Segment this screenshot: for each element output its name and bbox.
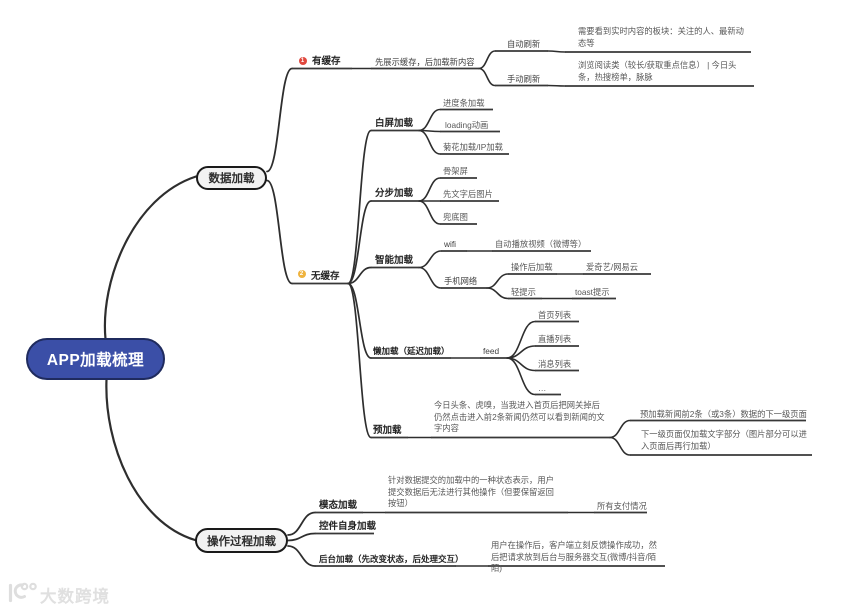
edge-process-widget bbox=[287, 532, 316, 542]
topic-feed: feed bbox=[483, 346, 500, 357]
item-message-list: 消息列表 bbox=[538, 358, 572, 369]
topic-cache-strategy: 先展示缓存，后加载新内容 bbox=[375, 56, 475, 67]
item-loading-animation: loading动画 bbox=[445, 119, 489, 130]
edge-feed-dots bbox=[506, 357, 536, 396]
edge-blank-jindutiao bbox=[418, 108, 441, 132]
topic-after-action: 操作后加载 bbox=[511, 262, 553, 273]
edge-uncached-zhineng bbox=[347, 266, 372, 285]
topic-widget: 控件自身加载 bbox=[319, 520, 377, 532]
edge-smart-cellular bbox=[418, 266, 442, 289]
edge-root-process-loading bbox=[105, 378, 197, 542]
root-topic[interactable]: APP加载梳理 bbox=[26, 338, 165, 380]
topic-manual-refresh: 手动刷新 bbox=[507, 73, 541, 84]
priority-1-icon: 1 bbox=[298, 56, 307, 65]
note-light-hint: toast提示 bbox=[575, 286, 610, 297]
topic-lazy: 懒加载（延迟加载） bbox=[373, 346, 450, 357]
edge-cellular-light-hint bbox=[486, 287, 509, 300]
topic-blank-screen: 白屏加载 bbox=[375, 117, 414, 129]
edge-data-loading-cached bbox=[266, 67, 293, 173]
process-loading-topic[interactable]: 操作过程加载 bbox=[195, 528, 288, 553]
note-auto-refresh: 需要看到实时内容的板块：关注的人、最新动态等 bbox=[578, 26, 744, 48]
note-wifi: 自动播放视频（微博等） bbox=[495, 239, 587, 250]
item-live-list: 直播列表 bbox=[538, 334, 572, 345]
watermark-logo-icon bbox=[8, 582, 37, 603]
topic-uncached: 无缓存 bbox=[311, 270, 340, 282]
edge-preload-detail-1 bbox=[609, 419, 631, 439]
item-skeleton: 骨架屏 bbox=[443, 166, 468, 177]
priority-2-icon: 2 bbox=[297, 269, 306, 278]
item-progress-bar: 进度条加载 bbox=[443, 97, 485, 108]
watermark-brand: 大数跨境 bbox=[40, 588, 110, 606]
edge-data-loading-uncached bbox=[266, 179, 293, 285]
topic-modal: 模态加载 bbox=[319, 499, 358, 511]
topic-preload: 预加载 bbox=[373, 424, 402, 436]
note-manual-refresh: 浏览阅读类（较长/获取重点信息） | 今日头条，热搜榜单，脉脉 bbox=[578, 60, 737, 82]
edge-process-background bbox=[287, 545, 316, 567]
edge-uncached-lanjiazai bbox=[347, 282, 372, 359]
edge-process-modal bbox=[287, 511, 316, 536]
topic-wifi: wifi bbox=[444, 239, 456, 250]
topic-background: 后台加载（先改变状态，后处理交互） bbox=[319, 554, 464, 565]
item-spinner: 菊花加载/IP加载 bbox=[443, 142, 503, 153]
detail-preload-1: 预加载新闻前2条（或3条）数据的下一级页面 bbox=[640, 408, 807, 419]
edge-uncached-yujiazai bbox=[347, 282, 372, 439]
note-after-action: 爱奇艺/网易云 bbox=[586, 262, 639, 273]
edge-step-doudi bbox=[418, 200, 441, 225]
edge-uncached-baiping bbox=[347, 129, 372, 285]
edge-smart-wifi bbox=[418, 250, 442, 269]
item-fallback-image: 兜底图 bbox=[443, 212, 468, 223]
topic-cached: 有缓存 bbox=[312, 55, 341, 67]
item-home-list: 首页列表 bbox=[538, 309, 572, 320]
edge-auto-note bbox=[547, 50, 566, 53]
edge-strategy-auto bbox=[478, 50, 496, 70]
item-text-first: 先文字后图片 bbox=[443, 189, 493, 200]
note-preload: 今日头条、虎嗅，当我进入首页后把网关掉后仍然点击进入前2条新闻仍然可以看到新闻的… bbox=[434, 400, 605, 434]
topic-auto-refresh: 自动刷新 bbox=[507, 39, 541, 50]
edge-uncached-fenbu bbox=[347, 200, 372, 285]
example-modal: 所有支付情况 bbox=[597, 500, 647, 511]
edge-step-gujiaping bbox=[418, 177, 441, 202]
edge-blank-juhua bbox=[418, 129, 441, 155]
edge-manual-note bbox=[547, 84, 566, 87]
data-loading-topic[interactable]: 数据加载 bbox=[196, 166, 267, 190]
edge-root-data-loading bbox=[103, 175, 198, 341]
item-ellipsis: … bbox=[538, 382, 547, 393]
note-modal: 针对数据提交的加载中的一种状态表示，用户提交数据后无法进行其他操作（但要保留返回… bbox=[388, 475, 554, 509]
edge-cellular-after-action bbox=[486, 273, 509, 289]
note-background: 用户在操作后，客户端立刻反馈操作成功，然后把请求放到后台与服务器交互(微博/抖音… bbox=[491, 540, 657, 574]
topic-cellular: 手机网络 bbox=[444, 276, 478, 287]
topic-light-hint: 轻提示 bbox=[511, 286, 536, 297]
topic-smart: 智能加载 bbox=[375, 254, 414, 266]
detail-preload-2: 下一级页面仅加载文字部分（图片部分可以进入页面后再行加载） bbox=[641, 429, 807, 451]
topic-stepwise: 分步加载 bbox=[375, 188, 414, 200]
edge-strategy-manual bbox=[478, 67, 496, 87]
edge-preload-detail-2 bbox=[609, 436, 631, 456]
